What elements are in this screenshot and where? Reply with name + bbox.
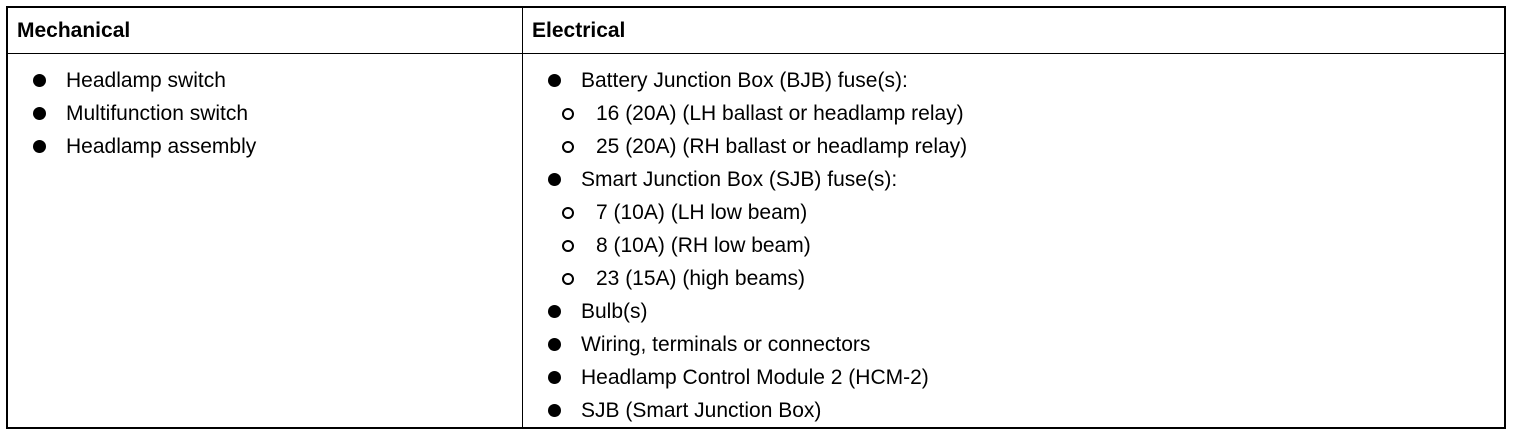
list-item: Headlamp assembly [30,130,510,163]
bullet-dot-icon [548,305,561,318]
list-item: SJB (Smart Junction Box) [545,394,1495,427]
list-group: Smart Junction Box (SJB) fuse(s): 7 (10A… [545,163,1495,295]
sub-list-item-label: 7 (10A) (LH low beam) [596,201,808,224]
sub-list-item: 8 (10A) (RH low beam) [545,229,1495,262]
list-item: Headlamp Control Module 2 (HCM-2) [545,361,1495,394]
bullet-dot-icon [33,74,46,87]
bullet-dot-icon [548,371,561,384]
sub-list-item: 16 (20A) (LH ballast or headlamp relay) [545,97,1495,130]
diagnostic-table: Mechanical Electrical Headlamp switch Mu… [6,6,1506,429]
bullet-dot-icon [548,74,561,87]
sub-list-item-label: 8 (10A) (RH low beam) [596,234,811,257]
list-item-label: Battery Junction Box (BJB) fuse(s): [581,69,908,92]
list-item-label: SJB (Smart Junction Box) [581,399,822,422]
mechanical-cell: Headlamp switch Multifunction switch Hea… [30,64,510,163]
bullet-dot-icon [548,173,561,186]
list-item-label: Headlamp assembly [66,135,257,158]
bullet-ring-icon [562,207,574,219]
header-electrical: Electrical [532,19,626,42]
sub-list-item-label: 16 (20A) (LH ballast or headlamp relay) [596,102,964,125]
sub-list-item: 7 (10A) (LH low beam) [545,196,1495,229]
list-item: Multifunction switch [30,97,510,130]
bullet-ring-icon [562,240,574,252]
list-item: Bulb(s) [545,295,1495,328]
list-item: Battery Junction Box (BJB) fuse(s): [545,64,1495,97]
list-item-label: Wiring, terminals or connectors [581,333,871,356]
sub-list: 16 (20A) (LH ballast or headlamp relay) … [545,97,1495,163]
list-item: Headlamp switch [30,64,510,97]
sub-list-item-label: 23 (15A) (high beams) [596,267,805,290]
list-item: Wiring, terminals or connectors [545,328,1495,361]
sub-list-item: 23 (15A) (high beams) [545,262,1495,295]
sub-list: 7 (10A) (LH low beam) 8 (10A) (RH low be… [545,196,1495,295]
list-item-label: Headlamp switch [66,69,226,92]
mechanical-list: Headlamp switch Multifunction switch Hea… [30,64,510,163]
header-mechanical: Mechanical [17,19,131,42]
list-item: Smart Junction Box (SJB) fuse(s): [545,163,1495,196]
electrical-cell: Battery Junction Box (BJB) fuse(s): 16 (… [545,64,1495,427]
bullet-dot-icon [548,338,561,351]
bullet-dot-icon [33,140,46,153]
column-divider [522,8,523,427]
list-item-label: Bulb(s) [581,300,648,323]
sub-list-item-label: 25 (20A) (RH ballast or headlamp relay) [596,135,968,158]
bullet-ring-icon [562,108,574,120]
table-header-row [8,8,1504,54]
list-group: Battery Junction Box (BJB) fuse(s): 16 (… [545,64,1495,163]
bullet-ring-icon [562,273,574,285]
electrical-list: Battery Junction Box (BJB) fuse(s): 16 (… [545,64,1495,427]
list-item-label: Smart Junction Box (SJB) fuse(s): [581,168,898,191]
list-item-label: Multifunction switch [66,102,249,125]
bullet-dot-icon [548,404,561,417]
bullet-dot-icon [33,107,46,120]
list-item-label: Headlamp Control Module 2 (HCM-2) [581,366,929,389]
bullet-ring-icon [562,141,574,153]
sub-list-item: 25 (20A) (RH ballast or headlamp relay) [545,130,1495,163]
